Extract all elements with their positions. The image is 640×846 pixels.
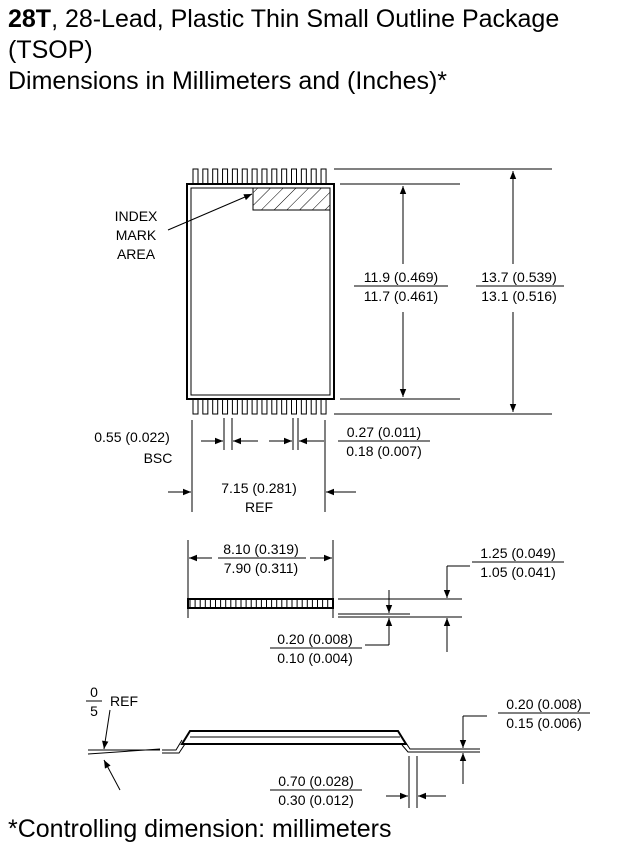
dim-lead-thickness-min: 0.15 (0.006) [506, 715, 582, 731]
dim-foot-length-min: 0.30 (0.012) [278, 792, 354, 808]
end-body [180, 730, 408, 745]
dim-lead-pitch-note: BSC [144, 450, 173, 466]
lead-top [222, 168, 229, 185]
end-lead-left [162, 739, 186, 754]
end-lead-right [401, 739, 422, 753]
dim-lead-angle-note: REF [110, 693, 138, 709]
end-view: 0 5 REF 0.20 (0.008) 0.15 (0.006) 0.70 (… [86, 684, 590, 808]
top-leads [192, 168, 327, 185]
lead-bottom [310, 398, 317, 415]
dim-package-height-max: 1.25 (0.049) [480, 545, 556, 561]
dim-overall-length-min: 13.1 (0.516) [481, 288, 557, 304]
lead-top [271, 168, 278, 185]
lead-top [241, 168, 248, 185]
lead-bottom [291, 398, 297, 415]
side-leads [189, 600, 329, 607]
lead-top [202, 168, 209, 185]
lead-top [251, 168, 258, 185]
lead-bottom [192, 398, 199, 415]
lead-bottom [261, 398, 268, 415]
dim-arrow-angle-down [102, 709, 111, 750]
angle-lead-line [87, 748, 161, 755]
lead-bottom [300, 398, 307, 415]
index-label-1: INDEX [115, 208, 158, 224]
dim-lead-thickness-max: 0.20 (0.008) [506, 696, 582, 712]
dim-lead-angle-top: 0 [90, 684, 98, 700]
page-title: 28T, 28-Lead, Plastic Thin Small Outline… [8, 4, 559, 97]
index-leader [167, 193, 253, 231]
title-line2: (TSOP) [8, 36, 93, 64]
bottom-leads [192, 398, 327, 415]
lead-bottom [202, 398, 209, 415]
lead-top [261, 168, 268, 185]
lead-top [212, 168, 219, 185]
subtitle: Dimensions in Millimeters and (Inches)* [8, 67, 448, 95]
dim-lead-span-note: REF [245, 499, 273, 515]
part-code: 28T [8, 5, 52, 33]
side-view: 8.10 (0.319) 7.90 (0.311) 1.25 (0.049) 1… [187, 540, 564, 666]
dim-standoff-min: 0.10 (0.004) [277, 650, 353, 666]
lead-bottom [251, 398, 258, 415]
dim-lead-width-min: 0.18 (0.007) [346, 443, 422, 459]
package-body-outline [186, 183, 335, 400]
lead-top [291, 168, 297, 185]
dim-body-length-max: 11.9 (0.469) [364, 269, 438, 285]
lead-bottom [231, 398, 238, 415]
package-body-inner [190, 187, 331, 396]
dim-package-height-min: 1.05 (0.041) [480, 564, 556, 580]
dim-arrow-angle-up [103, 759, 121, 791]
index-label-2: MARK [116, 227, 157, 243]
lead-bottom [212, 398, 219, 415]
dim-lead-span: 7.15 (0.281) [221, 480, 297, 496]
lead-top [192, 168, 199, 185]
lead-bottom [222, 398, 229, 415]
side-body [187, 598, 334, 609]
dim-lead-width-max: 0.27 (0.011) [347, 424, 421, 440]
dim-overall-length-max: 13.7 (0.539) [481, 269, 557, 285]
title-text: , 28-Lead, Plastic Thin Small Outline Pa… [51, 5, 560, 33]
lead-bottom [320, 398, 327, 415]
dim-foot-length-max: 0.70 (0.028) [278, 773, 354, 789]
footnote: *Controlling dimension: millimeters [8, 815, 392, 843]
dim-body-width-max: 8.10 (0.319) [223, 541, 299, 557]
lead-top [310, 168, 317, 185]
dim-lead-pitch: 0.55 (0.022) [94, 429, 170, 445]
top-view: INDEX MARK AREA 11.9 (0.469) 11.7 (0.461… [94, 168, 564, 515]
lead-bottom [241, 398, 248, 415]
dim-body-width-min: 7.90 (0.311) [224, 560, 298, 576]
index-label-3: AREA [117, 246, 156, 262]
index-mark-area [252, 187, 331, 211]
lead-top [231, 168, 238, 185]
lead-top [320, 168, 327, 185]
dim-body-length-min: 11.7 (0.461) [364, 288, 438, 304]
lead-bottom [271, 398, 278, 415]
lead-top [300, 168, 307, 185]
lead-bottom [281, 398, 288, 415]
dim-lead-angle-bottom: 5 [90, 703, 98, 719]
dim-standoff-max: 0.20 (0.008) [277, 631, 353, 647]
lead-top [281, 168, 288, 185]
